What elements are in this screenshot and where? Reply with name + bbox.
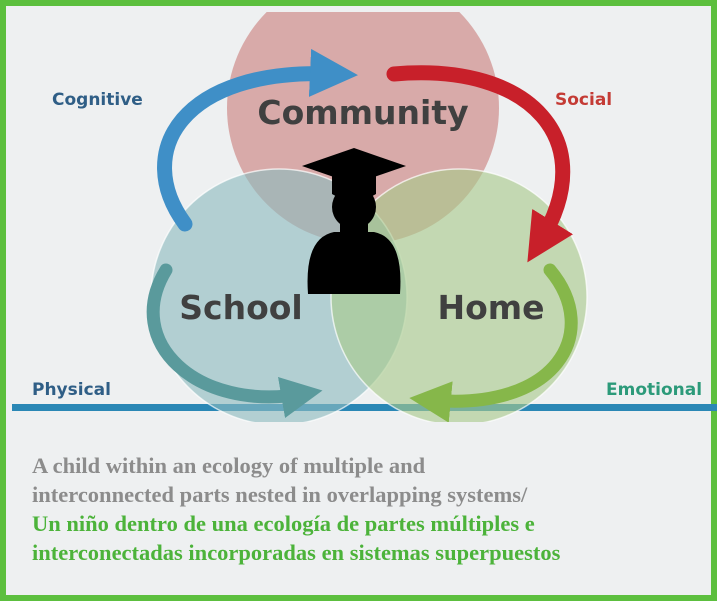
figure-caption: A child within an ecology of multiple an… <box>32 451 712 567</box>
emotional-label: Emotional <box>606 380 702 400</box>
home-circle <box>330 168 588 422</box>
social-label: Social <box>555 90 612 110</box>
emotional-arrow <box>409 263 578 422</box>
cognitive-arrow <box>157 48 358 232</box>
school-label: School <box>179 288 302 327</box>
caption-spanish-line-2: interconectadas incorporadas en sistemas… <box>32 540 561 565</box>
caption-spanish-line-1: Un niño dentro de una ecología de partes… <box>32 511 535 536</box>
physical-arrow <box>146 263 323 419</box>
caption-english-line-1: A child within an ecology of multiple an… <box>32 453 426 478</box>
caption-english-line-2: interconnected parts nested in overlappi… <box>32 482 528 507</box>
cognitive-label: Cognitive <box>52 90 143 110</box>
social-arrow <box>386 65 574 263</box>
baseline-bar <box>12 404 717 411</box>
ecology-diagram: Community School Home Cognitive Social P… <box>12 12 717 422</box>
physical-label: Physical <box>32 380 111 400</box>
home-label: Home <box>437 288 544 327</box>
graduate-person-icon <box>302 148 406 294</box>
community-label: Community <box>257 93 468 132</box>
